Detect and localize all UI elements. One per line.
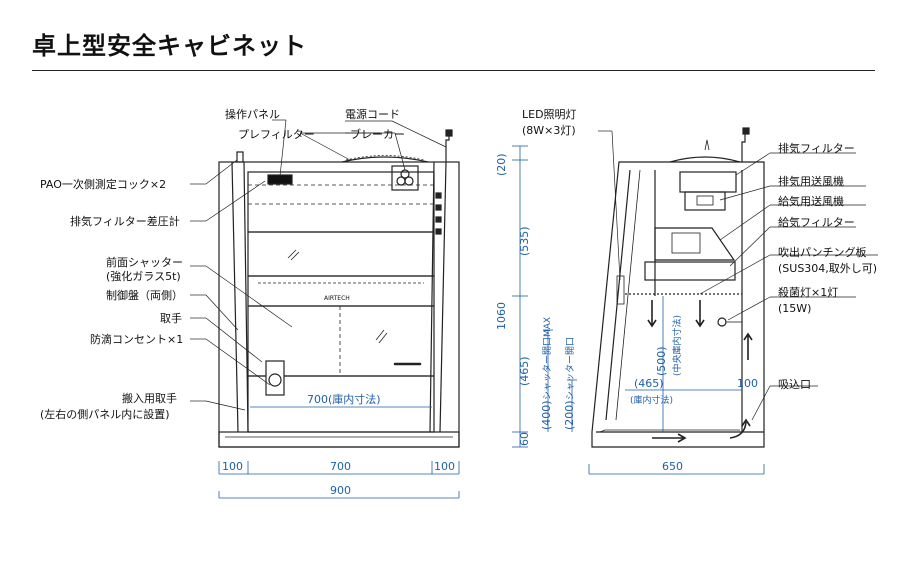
dim-side-center-height: (500) <box>655 346 668 376</box>
side-exhaust-fan <box>684 191 726 211</box>
front-fan-dome <box>341 156 429 163</box>
label-punching-note: (SUS304,取外し可) <box>778 262 877 275</box>
label-control-board: 制御盤（両側） <box>106 288 183 302</box>
front-work-area <box>247 375 435 433</box>
dim-front-total: 900 <box>330 484 351 497</box>
label-outlet: 防滴コンセント×1 <box>90 332 183 346</box>
side-led <box>616 275 625 305</box>
dim-side-top: (20) <box>495 153 508 176</box>
side-supply-fan <box>654 227 736 261</box>
side-leaders <box>598 130 878 421</box>
dim-side-shutter-open-label: シャッター開口 <box>565 337 576 400</box>
label-exhaust-fan: 排気用送風機 <box>778 174 844 188</box>
dim-side-shutter-max-label: シャッター開口MAX <box>542 317 553 400</box>
side-uv-lamp <box>717 317 727 327</box>
dim-front-right: 100 <box>434 460 455 473</box>
dim-side-center-height-label: (中央庫内寸法) <box>671 315 683 376</box>
dim-side-depth-inner-note: (庫内寸法) <box>630 394 673 406</box>
dim-side-upper: (535) <box>518 226 531 256</box>
front-pao-cock <box>236 151 244 163</box>
side-dim-lines <box>512 145 765 475</box>
label-carry-handle: 搬入用取手 <box>122 391 177 405</box>
label-punching: 吹出パンチング板 <box>778 245 867 259</box>
label-power-cord: 電源コード <box>345 107 400 121</box>
front-view <box>218 129 460 448</box>
label-uv-lamp: 殺菌灯×1灯 <box>778 285 838 299</box>
label-diff-pressure: 排気フィルター差圧計 <box>70 214 180 228</box>
label-uv-note: (15W) <box>778 302 811 315</box>
label-front-shutter: 前面シャッター <box>106 255 183 269</box>
side-fan-dome <box>669 156 741 163</box>
label-exhaust-filter: 排気フィルター <box>778 141 855 155</box>
front-brand-text: AIRTECH <box>324 295 350 302</box>
dim-side-rear: 100 <box>737 377 758 390</box>
label-front-shutter-note: (強化ガラス5t) <box>106 269 181 283</box>
dim-side-lower: (465) <box>518 356 531 386</box>
side-view <box>591 127 765 448</box>
front-leaders <box>190 119 447 411</box>
front-dim-lines <box>218 406 460 499</box>
label-prefilter: プレフィルター <box>238 128 315 141</box>
side-supply-filter <box>644 261 736 281</box>
side-exhaust-filter <box>679 171 737 193</box>
front-breaker-box <box>391 165 419 191</box>
label-intake: 吸込口 <box>778 378 811 391</box>
dim-side-depth-inner: (465) <box>634 377 664 390</box>
dim-front-left: 100 <box>222 460 243 473</box>
page-title: 卓上型安全キャビネット <box>32 32 307 60</box>
dim-front-inner: 700(庫内寸法) <box>307 392 381 406</box>
label-control-panel: 操作パネル <box>225 107 280 121</box>
label-breaker: ブレーカー <box>350 127 405 141</box>
label-supply-fan: 給気用送風機 <box>778 194 844 208</box>
dim-side-shutter-max: (400) <box>540 400 553 430</box>
label-led-note: (8W×3灯) <box>522 124 576 137</box>
label-led: LED照明灯 <box>522 108 577 121</box>
dim-front-center: 700 <box>330 460 351 473</box>
front-base <box>218 431 460 448</box>
front-control-display <box>267 174 293 185</box>
side-power-cord <box>741 130 746 162</box>
dim-side-shutter-open: (200) <box>563 400 576 430</box>
front-glass-upper <box>247 231 435 277</box>
label-pao-cock: PAO一次側測定コック×2 <box>40 177 166 191</box>
front-outlet <box>265 360 285 396</box>
title-divider <box>32 70 875 71</box>
label-handle: 取手 <box>160 311 182 325</box>
dim-side-depth: 650 <box>662 460 683 473</box>
dim-side-height: 1060 <box>495 302 508 330</box>
label-supply-filter: 給気フィルター <box>778 215 855 229</box>
dim-side-base: 60 <box>518 432 531 446</box>
label-carry-handle-note: (左右の側パネル内に設置) <box>40 407 170 421</box>
side-front-glass <box>605 169 631 421</box>
